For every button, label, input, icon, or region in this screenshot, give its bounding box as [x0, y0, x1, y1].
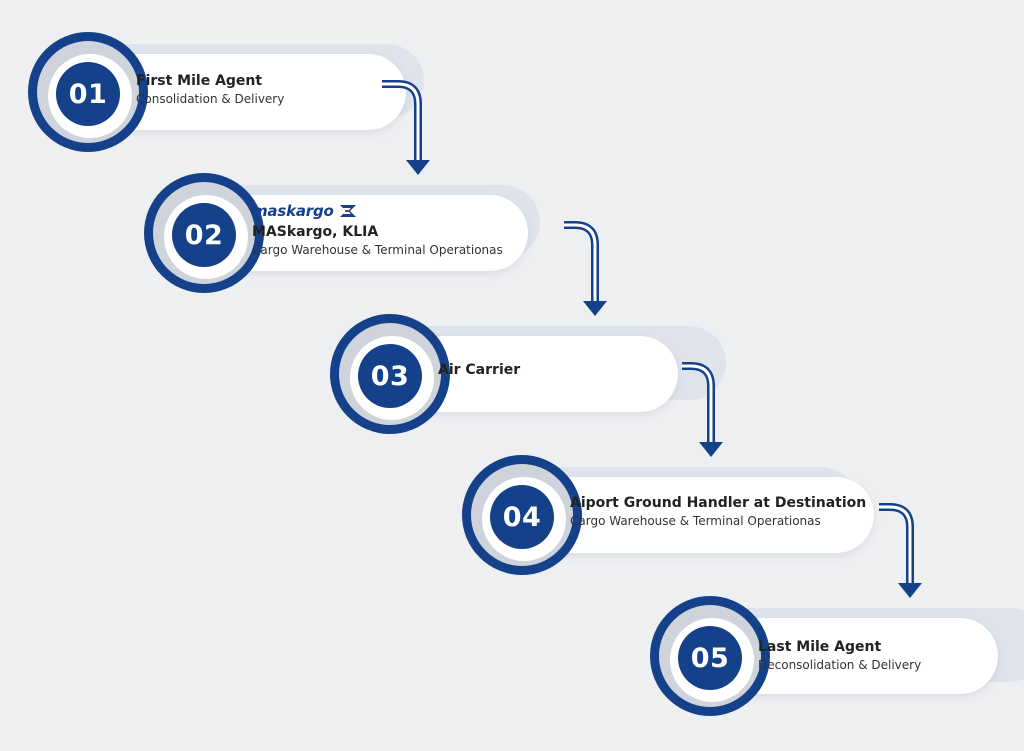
step-subtitle: Deconsolidation & Delivery: [758, 658, 922, 672]
connector-2-3: [564, 221, 599, 301]
step-text: maskargo MASkargo, KLIA Cargo Warehouse …: [252, 202, 582, 257]
step-4: 04 Aiport Ground Handler at Destination …: [462, 455, 1022, 585]
step-title: First Mile Agent: [136, 73, 263, 89]
maskargo-logo: maskargo: [252, 202, 582, 220]
step-subtitle: Cargo Warehouse & Terminal Operationas: [252, 243, 503, 257]
step-title: Air Carrier: [438, 362, 521, 378]
arrow-head-icon: [898, 583, 922, 598]
step-number-badge: 01: [56, 62, 120, 126]
step-subtitle: Cargo Warehouse & Terminal Operationas: [570, 514, 821, 528]
step-title: Aiport Ground Handler at Destination: [570, 495, 867, 511]
arrow-head-icon: [699, 442, 723, 457]
connector-4-5: [879, 503, 914, 583]
step-text: Air Carrier: [438, 362, 768, 378]
step-number-badge: 05: [678, 626, 742, 690]
arrow-head-icon: [583, 301, 607, 316]
step-title: MASkargo, KLIA: [252, 224, 379, 240]
connector-1-2: [382, 80, 422, 160]
arrow-head-icon: [406, 160, 430, 175]
step-subtitle: Consolidation & Delivery: [136, 92, 285, 106]
step-text: Aiport Ground Handler at Destination Car…: [570, 495, 900, 528]
step-number-badge: 04: [490, 485, 554, 549]
step-text: Last Mile Agent Deconsolidation & Delive…: [758, 639, 1024, 672]
step-number-badge: 02: [172, 203, 236, 267]
maskargo-logo-icon: [339, 205, 356, 217]
step-number-badge: 03: [358, 344, 422, 408]
step-5: 05 Last Mile Agent Deconsolidation & Del…: [650, 596, 1024, 726]
step-1: 01 First Mile Agent Consolidation & Deli…: [28, 32, 588, 162]
step-3: 03 Air Carrier: [330, 314, 890, 444]
step-title: Last Mile Agent: [758, 639, 882, 655]
connector-3-4: [682, 362, 715, 442]
step-text: First Mile Agent Consolidation & Deliver…: [136, 73, 466, 106]
step-2: 02 maskargo MASkargo, KLIA Cargo Warehou…: [144, 173, 704, 303]
